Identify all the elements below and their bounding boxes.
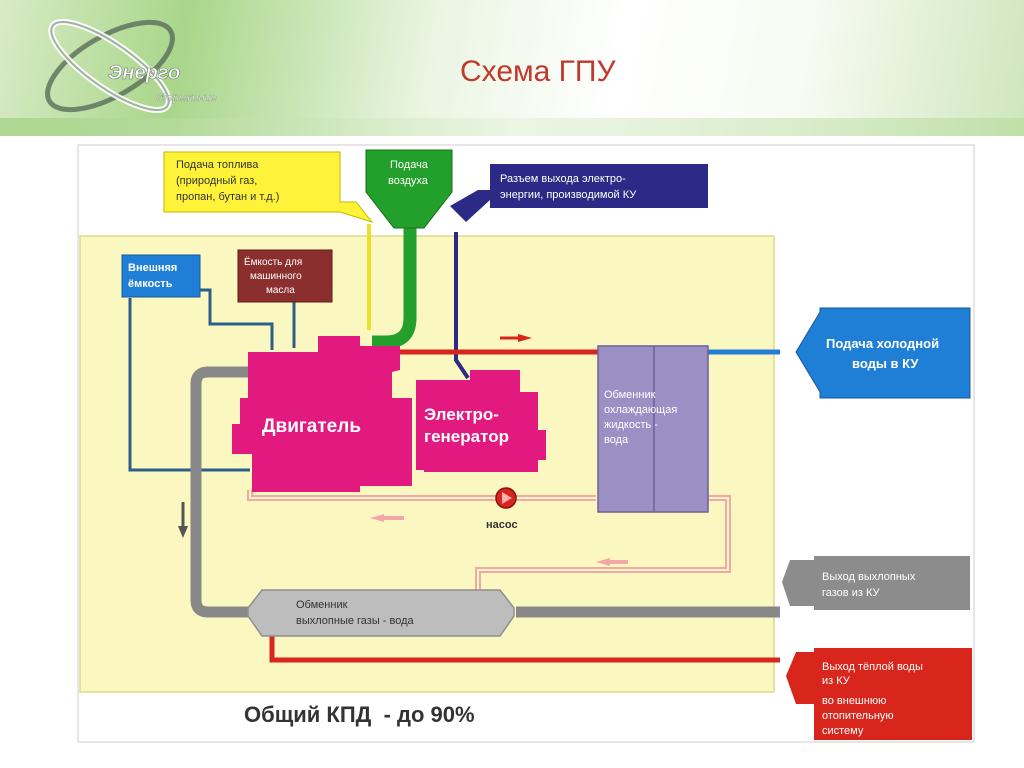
exhaust-exchanger-label-2: выхлопные газы - вода [296, 615, 415, 627]
external-tank-return [128, 298, 250, 472]
hot-flow-arrow [518, 334, 532, 342]
warm-water-callout [786, 648, 972, 740]
fuel-supply-label-3: пропан, бутан и т.д.) [176, 191, 279, 203]
power-cable [454, 232, 470, 380]
oil-tank-label-1: Ёмкость для [244, 256, 302, 268]
generator-block [416, 370, 546, 472]
cold-water-label-2: воды в КУ [852, 356, 919, 371]
exhaust-down-arrow [178, 526, 188, 538]
air-duct [372, 228, 417, 349]
oil-tank [237, 249, 333, 303]
return-flow-arrow-1 [596, 558, 610, 566]
slide-title: Схема ГПУ [460, 55, 616, 88]
exhaust-out-label-2: газов из КУ [822, 587, 880, 599]
external-tank [121, 254, 201, 298]
exhaust-out-callout [782, 556, 970, 610]
coolant-exchanger [597, 345, 709, 513]
warm-water-label-4: отопительную [822, 710, 894, 722]
engine-label: Двигатель [262, 416, 361, 437]
efficiency-label: Общий КПД - до 90% [244, 702, 475, 727]
logo-line1: Энерго [108, 62, 180, 84]
air-supply-label-2: воздуха [388, 175, 429, 187]
coolant-exchanger-label-2: охлаждающая [604, 404, 677, 416]
coolant-exchanger-label-1: Обменник [604, 389, 656, 401]
warm-water-label-5: систему [822, 725, 864, 737]
air-supply-funnel [365, 149, 453, 229]
engine-block [232, 336, 412, 492]
power-output-label-2: энергии, производимой КУ [500, 189, 637, 201]
warm-water-pipe [269, 632, 780, 663]
generator-label-1: Электро- [424, 405, 499, 424]
power-output-label-1: Разъем выхода электро- [500, 173, 626, 185]
header-band [0, 118, 1024, 136]
slide-header [0, 0, 1024, 136]
warm-water-label-3: во внешнюю [822, 695, 886, 707]
oil-tank-label-2: машинного [250, 271, 302, 282]
external-tank-label-2: ёмкость [128, 278, 173, 290]
fuel-supply-callout [163, 151, 374, 223]
exhaust-exchanger [247, 589, 515, 637]
pump-label: насос [486, 519, 518, 531]
cold-water-callout [795, 307, 971, 399]
return-flow-arrow-2 [370, 514, 384, 522]
coolant-loop-pipe-inner [249, 490, 596, 499]
logo-line2: сбережение [155, 92, 217, 104]
cold-water-label-1: Подача холодной [826, 336, 939, 351]
energy-orbit-logo-icon: Энерго сбережение [45, 18, 217, 114]
warm-water-label-1: Выход тёплой воды [822, 661, 923, 673]
exhaust-pipe [190, 366, 250, 618]
coolant-exchanger-label-4: вода [604, 434, 629, 446]
power-output-callout [450, 164, 708, 222]
exhaust-out-label-1: Выход выхлопных [822, 571, 916, 583]
exhaust-exchanger-label-1: Обменник [296, 599, 348, 611]
fuel-supply-label-1: Подача топлива [176, 159, 259, 171]
warm-water-label-2: из КУ [822, 675, 851, 687]
external-tank-label-1: Внешняя [128, 262, 177, 274]
air-supply-label-1: Подача [390, 159, 429, 171]
pump-direction-icon [502, 492, 512, 504]
oil-tank-label-3: масла [266, 285, 295, 296]
generator-label-2: генератор [424, 427, 509, 446]
fuel-supply-label-2: (природный газ, [176, 175, 257, 187]
coolant-return-pipe-inner [477, 497, 729, 590]
coolant-exchanger-label-3: жидкость - [604, 419, 658, 431]
